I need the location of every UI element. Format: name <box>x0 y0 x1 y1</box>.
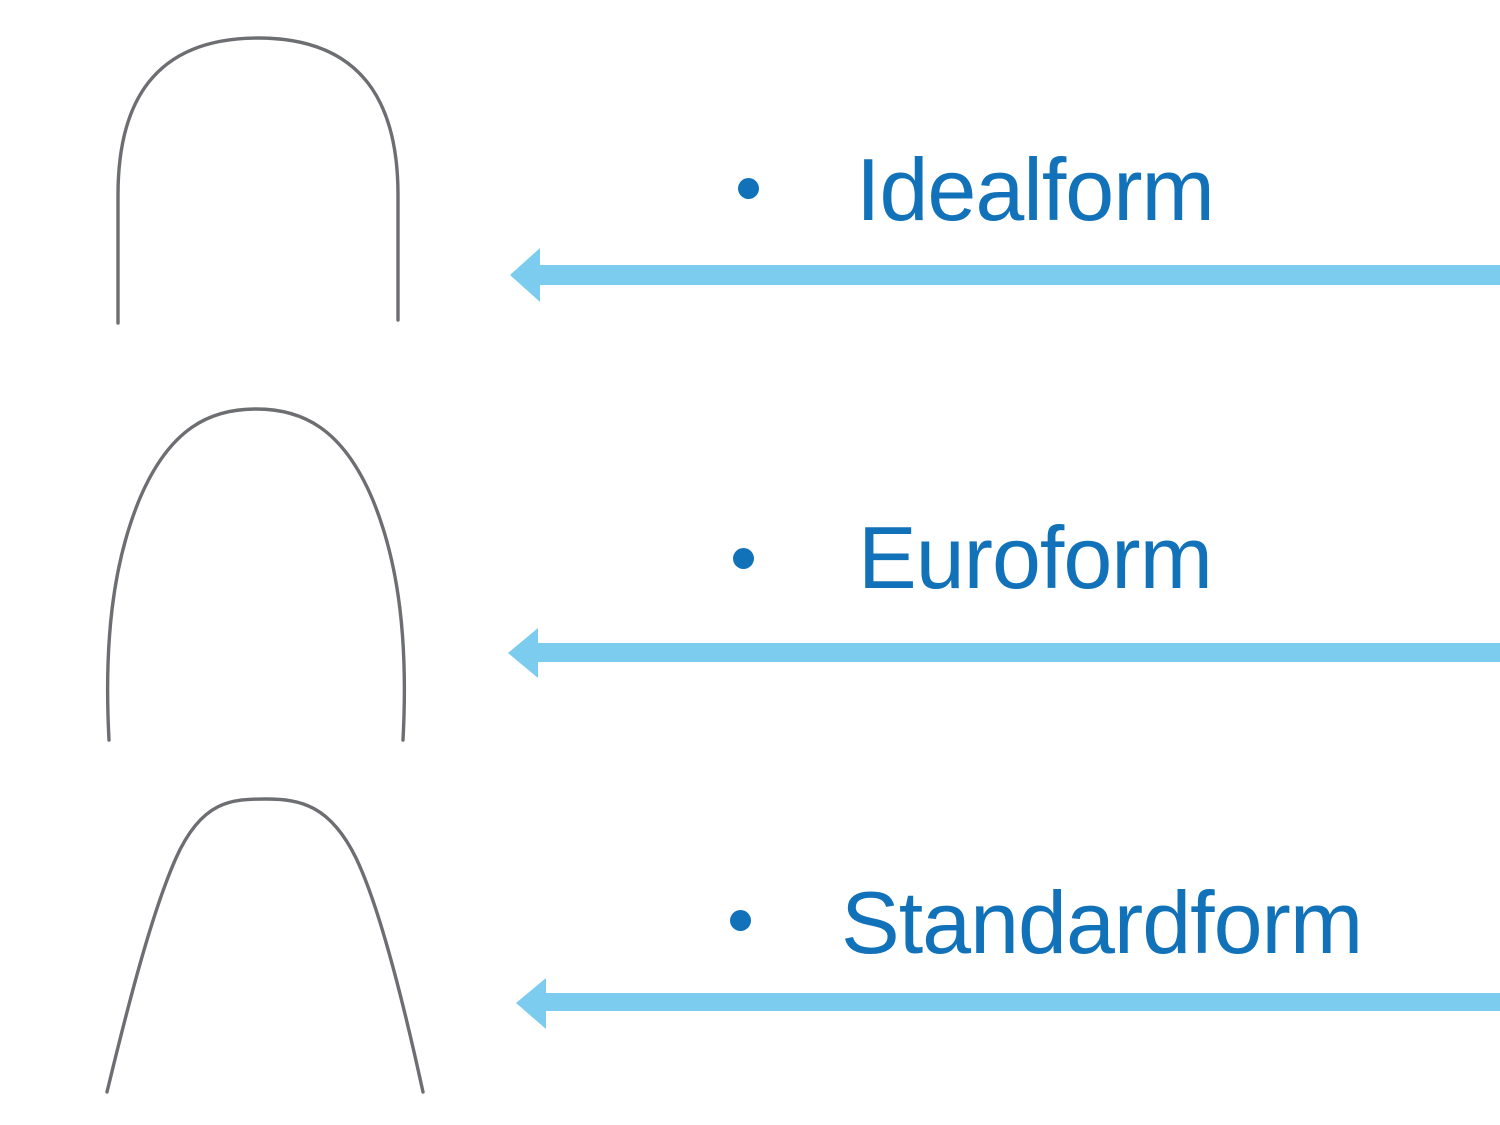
label-idealform: Idealform <box>856 140 1215 239</box>
label-standardform: Standardform <box>841 873 1363 972</box>
bullet-icon <box>738 178 759 199</box>
left-arrow-icon <box>510 248 1500 302</box>
archwire-standardform-image <box>105 797 425 1094</box>
archwire-euroform-image <box>105 407 407 742</box>
label-euroform: Euroform <box>858 508 1213 607</box>
bullet-icon <box>730 910 751 931</box>
left-arrow-icon <box>516 978 1500 1029</box>
archwire-idealform-image <box>116 36 400 325</box>
bullet-icon <box>733 548 754 569</box>
left-arrow-icon <box>508 628 1500 678</box>
